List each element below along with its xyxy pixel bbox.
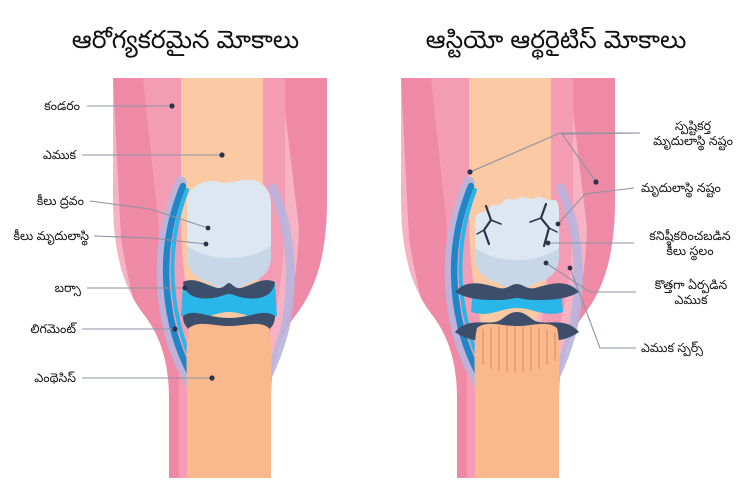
label-new-bone-formation-line1: కొత్తగా ఏర్పడిన <box>654 278 728 292</box>
lateral-sheath-arc <box>258 183 295 391</box>
trabecular-striations <box>482 325 556 373</box>
label-articular-cartilage: కీలు మృదులాస్థి <box>13 229 89 243</box>
title-osteoarthritis-knee: ఆస్టియో ఆర్థరైటిస్ మోకాలు <box>425 26 687 54</box>
label-bone: ఎముక <box>43 148 76 162</box>
label-fissured-cartilage-loss-line1: స్పష్టికర్త <box>674 119 712 133</box>
label-muscle: కండరం <box>44 99 80 113</box>
degenerated-femur-bone <box>475 196 559 292</box>
label-new-bone-formation: కొత్తగా ఏర్పడిన ఎముక <box>641 278 741 308</box>
label-enthesis: ఎంథెసిస్ <box>34 371 76 385</box>
femur-bone <box>187 179 271 292</box>
tibia-bone <box>186 323 272 478</box>
title-healthy-knee: ఆరోగ్యకరమైన మోకాలు <box>71 26 300 54</box>
label-bone-spurs: ఎముక స్పర్స్ <box>641 341 703 355</box>
label-ligament: లిగమెంట్ <box>30 322 76 336</box>
label-fissured-cartilage-loss-line2: మృదులాస్థి నష్టం <box>653 133 733 148</box>
label-joint-fluid: కీలు ద్రవం <box>36 194 84 208</box>
label-fissured-cartilage-loss: స్పష్టికర్త మృదులాస్థి నష్టం <box>645 119 741 149</box>
femoral-osteophytes <box>455 283 579 300</box>
label-bursa: బర్సా <box>54 281 81 295</box>
tibia-bone-with-new-bone <box>474 323 560 478</box>
label-narrowed-joint-space-line1: కనిష్ఠీకరించబడిన <box>649 229 731 243</box>
label-cartilage-loss: మృదులాస్థి నష్టం <box>641 181 721 195</box>
healthy-knee-illustration <box>95 78 345 478</box>
osteoarthritis-knee-illustration <box>383 78 633 478</box>
label-new-bone-formation-line2: ఎముక <box>674 292 708 307</box>
label-narrowed-joint-space: కనిష్ఠీకరించబడిన కీలు స్థలం <box>639 229 741 259</box>
label-narrowed-joint-space-line2: కీలు స్థలం <box>666 243 714 258</box>
